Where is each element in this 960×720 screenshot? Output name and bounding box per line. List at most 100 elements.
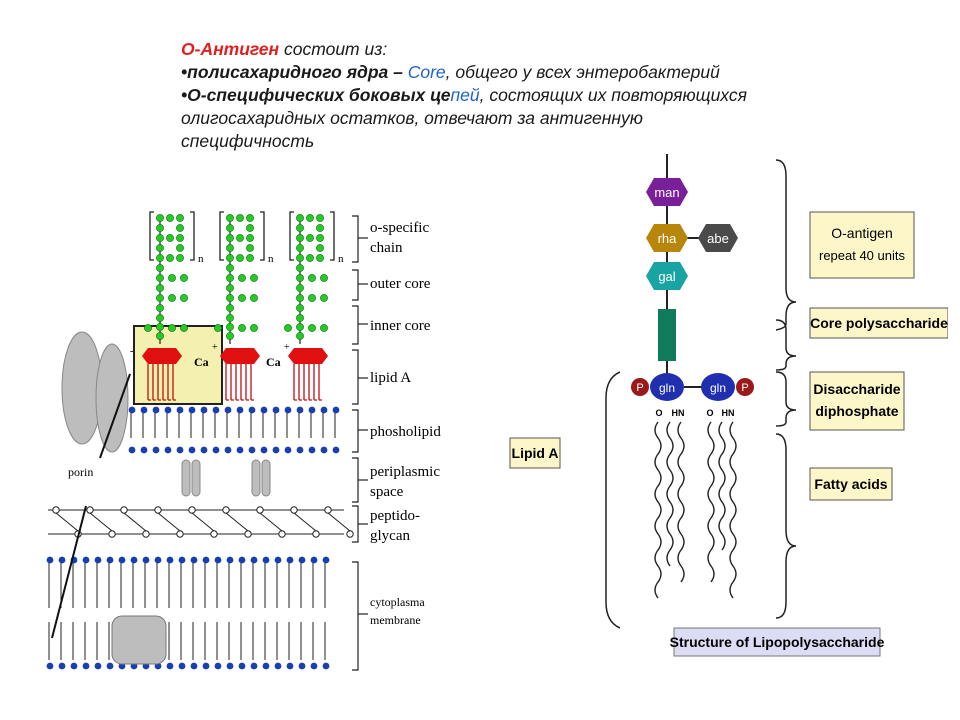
phospholipid-head-bottom-12 bbox=[260, 446, 268, 454]
core-polysaccharide-block bbox=[658, 309, 676, 361]
lipid-a-bracket bbox=[605, 371, 621, 629]
phospholipid-head-bottom-17 bbox=[320, 446, 328, 454]
phosphate-2-icon bbox=[736, 378, 754, 396]
membrane-head-bottom-1 bbox=[46, 662, 54, 670]
membrane-head-bottom-14 bbox=[202, 662, 210, 670]
membrane-protein-icon bbox=[111, 615, 167, 665]
peptidoglycan-crosslink-8 bbox=[293, 512, 317, 532]
sugar-dot-1-23 bbox=[156, 314, 164, 322]
membrane-head-top-12 bbox=[178, 556, 186, 564]
cell-envelope-svg: n n n Ca Ca + + - porin bbox=[46, 211, 441, 671]
sugar-dot-3-25 bbox=[296, 332, 304, 340]
repeat-bracket-3-right bbox=[330, 211, 335, 261]
phosphate-2-label: P bbox=[741, 382, 748, 394]
sugar-dot-2-8 bbox=[246, 244, 254, 252]
phosphate-1-icon bbox=[631, 378, 649, 396]
membrane-head-top-14 bbox=[202, 556, 210, 564]
core-bracket bbox=[775, 319, 797, 371]
cell-envelope-diagram: n n n Ca Ca + + - porin bbox=[44, 208, 484, 674]
sugar-dot-1-27 bbox=[180, 324, 188, 332]
phospholipid-head-bottom-10 bbox=[236, 446, 244, 454]
repeat-n-1: n bbox=[198, 253, 204, 265]
sugar-dot-3-9 bbox=[296, 254, 304, 262]
sugar-dot-3-2 bbox=[316, 214, 324, 222]
phospholipid-head-bottom-13 bbox=[272, 446, 280, 454]
periplasmic-proteins bbox=[181, 459, 271, 497]
charge-plus-1: + bbox=[212, 342, 218, 353]
sugar-dot-1-2 bbox=[176, 214, 184, 222]
fatty-acid-chain-2 bbox=[666, 421, 674, 567]
lipid-tail-c-5 bbox=[313, 364, 317, 401]
sugar-dot-1-21 bbox=[168, 294, 176, 302]
bracket-cytoplasma bbox=[352, 561, 359, 671]
sugar-dot-2-4 bbox=[246, 224, 254, 232]
sugar-dot-1-4 bbox=[176, 224, 184, 232]
label-o-specific-2: chain bbox=[370, 240, 403, 256]
sugar-dot-2-3 bbox=[226, 224, 234, 232]
label-peptido-1: peptido- bbox=[370, 508, 420, 524]
sugar-dot-1-24 bbox=[156, 323, 164, 331]
lipid-tail-a-1 bbox=[147, 364, 151, 401]
bracket-lipid-a bbox=[352, 349, 359, 405]
membrane-head-top-20 bbox=[274, 556, 282, 564]
lipid-tail-b-6 bbox=[250, 364, 254, 401]
peptidoglycan-layer bbox=[48, 506, 354, 538]
hn-label-1: HN bbox=[672, 408, 685, 418]
phospholipid-head-bottom-11 bbox=[248, 446, 256, 454]
phospholipid-head-top-5 bbox=[176, 406, 184, 414]
sugar-dot-3-14 bbox=[296, 264, 304, 272]
bracket-outer-core bbox=[352, 269, 359, 301]
sugar-dot-1-17 bbox=[156, 294, 164, 302]
man-sugar-icon bbox=[646, 178, 688, 206]
phospholipid-head-top-16 bbox=[308, 406, 316, 414]
label-cytoplasma-1: cytoplasma bbox=[370, 595, 425, 609]
membrane-head-top-10 bbox=[154, 556, 162, 564]
membrane-head-bottom-6 bbox=[106, 662, 114, 670]
sugar-dot-3-18 bbox=[296, 304, 304, 312]
membrane-head-bottom-4 bbox=[82, 662, 90, 670]
sugar-dot-3-26 bbox=[308, 324, 316, 332]
sugar-dot-1-15 bbox=[156, 274, 164, 282]
ca-label-2: Ca bbox=[266, 355, 281, 369]
sugar-dot-2-18 bbox=[226, 304, 234, 312]
phosphate-1-label: P bbox=[636, 382, 643, 394]
sugar-dot-3-7 bbox=[296, 244, 304, 252]
lipid-a-box bbox=[509, 437, 561, 469]
sugar-dot-1-16 bbox=[156, 284, 164, 292]
repeat-bracket-3-left bbox=[289, 211, 294, 261]
fatty-acid-chains bbox=[654, 421, 737, 599]
membrane-head-bottom-12 bbox=[178, 662, 186, 670]
sugar-dot-3-13 bbox=[306, 254, 314, 262]
sugar-dot-1-10 bbox=[176, 254, 184, 262]
membrane-head-bottom-3 bbox=[70, 662, 78, 670]
label-phospholipid: phosholipid bbox=[370, 424, 441, 440]
hn-label-2: HN bbox=[722, 408, 735, 418]
o-antigen-bracket bbox=[775, 159, 797, 331]
sugar-dot-2-27 bbox=[250, 324, 258, 332]
lipid-tail-b-1 bbox=[225, 364, 229, 401]
lipid-tail-b-4 bbox=[240, 364, 244, 401]
phospholipid-head-top-4 bbox=[164, 406, 172, 414]
sugar-dot-3-3 bbox=[296, 224, 304, 232]
phospholipid-head-bottom-8 bbox=[212, 446, 220, 454]
label-inner-core: inner core bbox=[370, 318, 431, 334]
phospholipid-head-top-12 bbox=[260, 406, 268, 414]
layer-brackets bbox=[352, 215, 368, 671]
membrane-head-bottom-21 bbox=[286, 662, 294, 670]
membrane-head-top-1 bbox=[46, 556, 54, 564]
phospholipid-head-bottom-18 bbox=[332, 446, 340, 454]
lipid-tail-c-4 bbox=[308, 364, 312, 401]
membrane-head-bottom-16 bbox=[226, 662, 234, 670]
inner-core-highlight bbox=[133, 325, 223, 405]
porin-right-icon bbox=[95, 343, 129, 453]
gln-2-sugar-icon bbox=[701, 373, 735, 401]
porin-label: porin bbox=[68, 465, 93, 479]
sugar-dot-1-5 bbox=[156, 234, 164, 242]
outer-membrane-phospholipids bbox=[128, 406, 340, 454]
membrane-head-bottom-13 bbox=[190, 662, 198, 670]
sugar-dot-3-20 bbox=[320, 274, 328, 282]
lipid-tail-a-2 bbox=[152, 364, 156, 401]
sugar-dot-2-5 bbox=[226, 234, 234, 242]
periplasmic-protein-4 bbox=[261, 459, 271, 497]
periplasmic-protein-2 bbox=[191, 459, 201, 497]
